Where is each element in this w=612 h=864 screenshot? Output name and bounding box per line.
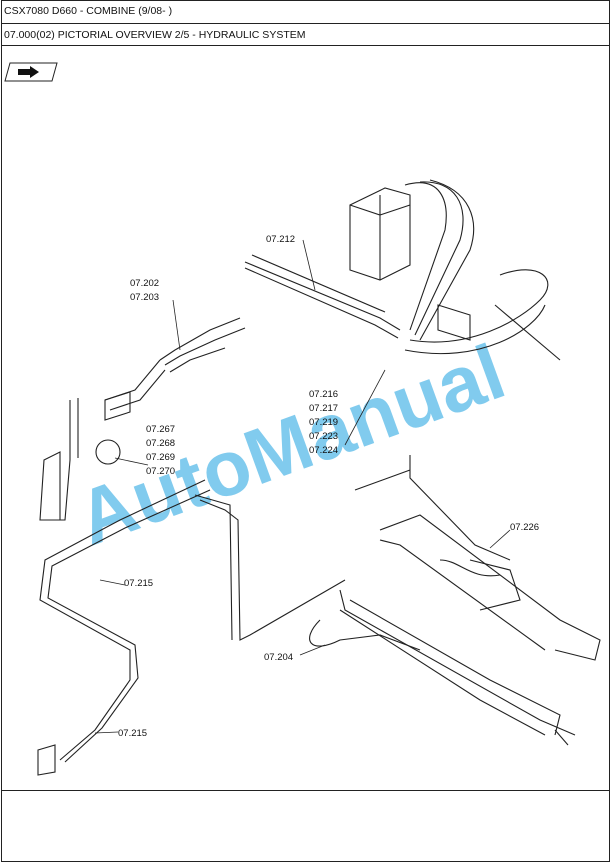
callout-07202: 07.202 [130,278,159,289]
callout-07270: 07.270 [146,466,175,477]
callout-07219: 07.219 [309,417,338,428]
callout-07212: 07.212 [266,234,295,245]
footer-divider [1,790,610,791]
schematic-lines [37,179,601,776]
callout-07223: 07.223 [309,431,338,442]
watermark-text: AutoManual [66,327,515,562]
callout-07216: 07.216 [309,389,338,400]
callout-07268: 07.268 [146,438,175,449]
callout-07215-lower: 07.215 [118,728,147,739]
document-title: CSX7080 D660 - COMBINE (9/08- ) [1,0,610,24]
leader-lines [94,239,511,734]
document-title-text: CSX7080 D660 - COMBINE (9/08- ) [4,5,173,17]
arrow-right-icon[interactable] [4,62,58,82]
callout-07215-upper: 07.215 [124,578,153,589]
section-title-text: 07.000(02) PICTORIAL OVERVIEW 2/5 - HYDR… [4,29,306,41]
callout-07269: 07.269 [146,452,175,463]
section-title: 07.000(02) PICTORIAL OVERVIEW 2/5 - HYDR… [1,24,610,46]
callout-07204: 07.204 [264,652,293,663]
callout-07224: 07.224 [309,445,338,456]
callout-07203: 07.203 [130,292,159,303]
callout-07267: 07.267 [146,424,175,435]
callout-07226: 07.226 [510,522,539,533]
callout-07217: 07.217 [309,403,338,414]
